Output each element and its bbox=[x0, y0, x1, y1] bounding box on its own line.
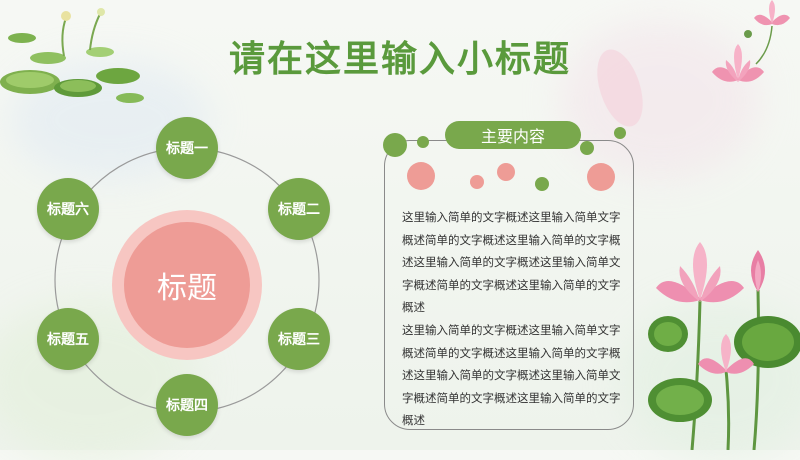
lotus-flowers-illustration bbox=[712, 0, 790, 82]
decor-dot bbox=[587, 163, 615, 191]
bud-icon bbox=[61, 11, 71, 21]
node-title-3[interactable]: 标题三 bbox=[268, 308, 330, 370]
node-title-6[interactable]: 标题六 bbox=[37, 178, 99, 240]
center-title: 标题 bbox=[124, 222, 250, 348]
decor-dot bbox=[497, 163, 515, 181]
bud-icon bbox=[744, 30, 752, 38]
background-wash bbox=[560, 20, 760, 180]
lotus-bud-icon bbox=[751, 250, 765, 292]
lotus-pond-illustration bbox=[648, 242, 800, 450]
node-title-4[interactable]: 标题四 bbox=[156, 374, 218, 436]
leaf-icon bbox=[0, 33, 144, 103]
panel-paragraph: 这里输入简单的文字概述这里输入简单文字概述简单的文字概述这里输入简单的文字概述这… bbox=[402, 210, 621, 315]
lotus-flower-icon bbox=[698, 334, 754, 374]
decor-dot bbox=[383, 133, 407, 157]
bud-icon bbox=[97, 8, 105, 16]
lotus-leaves-illustration bbox=[0, 8, 144, 103]
panel-body: 这里输入简单的文字概述这里输入简单文字概述简单的文字概述这里输入简单的文字概述这… bbox=[402, 206, 622, 432]
decor-dot bbox=[407, 162, 435, 190]
lotus-flower-icon bbox=[754, 0, 790, 26]
decor-dot bbox=[535, 177, 549, 191]
decor-dot bbox=[470, 175, 484, 189]
decor-dot bbox=[614, 127, 626, 139]
node-title-5[interactable]: 标题五 bbox=[37, 308, 99, 370]
decor-dot bbox=[417, 136, 429, 148]
lotus-flower-icon bbox=[712, 44, 764, 82]
decor-dot bbox=[580, 141, 594, 155]
panel-paragraph: 这里输入简单的文字概述这里输入简单文字概述简单的文字概述这里输入简单的文字概述这… bbox=[402, 322, 621, 428]
node-title-1[interactable]: 标题一 bbox=[156, 117, 218, 179]
node-title-2[interactable]: 标题二 bbox=[268, 178, 330, 240]
lotus-flower-icon bbox=[656, 242, 744, 303]
panel-header: 主要内容 bbox=[445, 121, 581, 149]
leaf-icon bbox=[648, 316, 800, 422]
slide-title: 请在这里输入小标题 bbox=[228, 39, 571, 80]
